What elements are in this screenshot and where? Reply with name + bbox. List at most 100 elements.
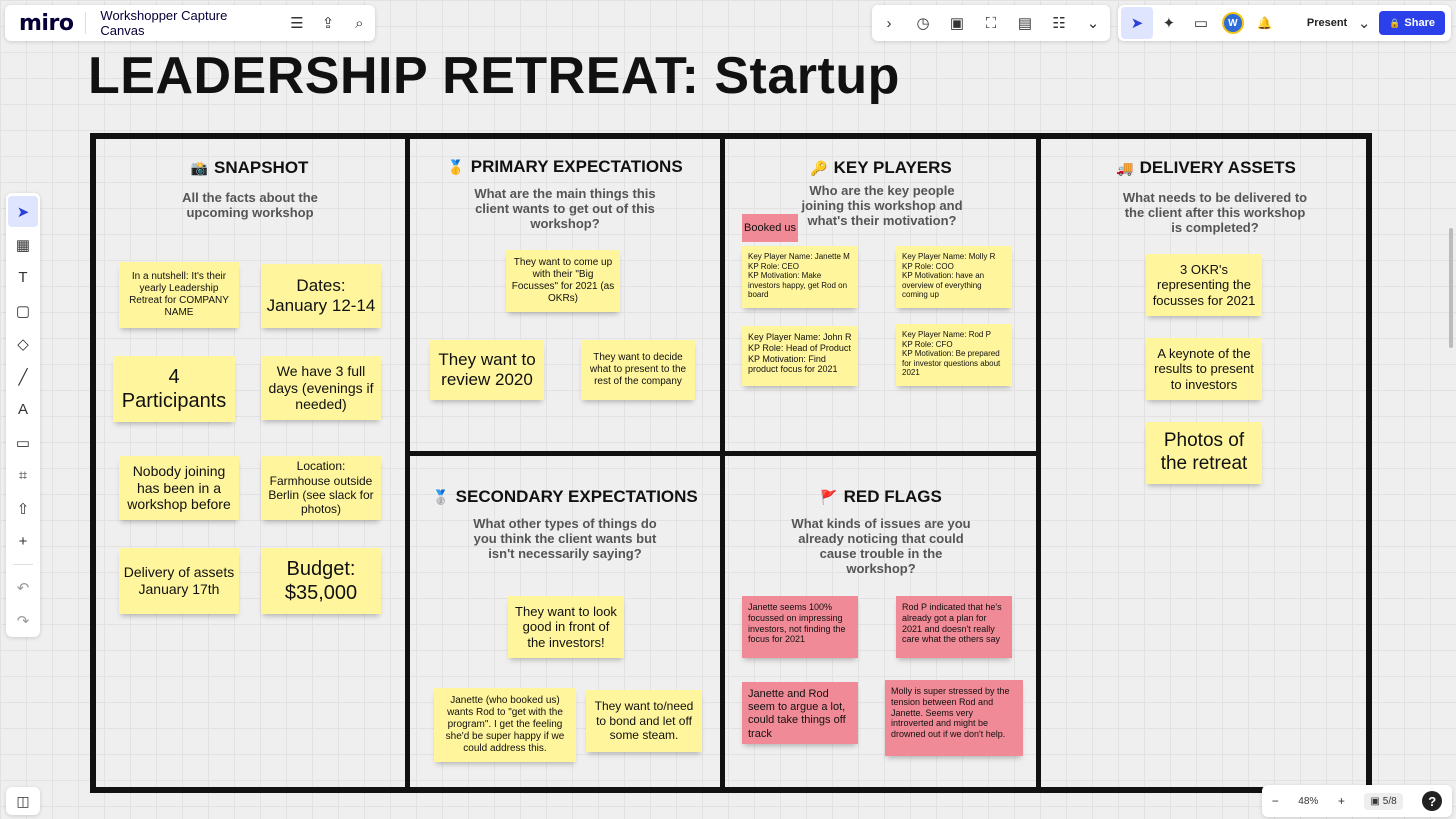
divider-line [720, 136, 725, 790]
present-button[interactable]: Present [1306, 17, 1348, 29]
red-flags-title-text: RED FLAGS [843, 487, 942, 506]
text-tool-icon[interactable]: T [18, 269, 28, 286]
sticky-note[interactable]: Janette (who booked us) wants Rod to "ge… [434, 688, 576, 762]
sticky-note[interactable]: They want to/need to bond and let off so… [586, 690, 702, 752]
snapshot-title: 📸SNAPSHOT [96, 158, 403, 178]
delivery-assets-title: 🚚DELIVERY ASSETS [1044, 158, 1368, 178]
divider-line [405, 136, 410, 790]
left-toolbar: ➤ ▦ T ▢ ◇ ╱ A ▭ ⌗ ⇧ + ↶ ↷ [6, 193, 40, 637]
share-button[interactable]: 🔒 Share [1379, 11, 1445, 35]
primary-title-text: PRIMARY EXPECTATIONS [470, 157, 683, 176]
miro-logo[interactable]: miro [19, 10, 74, 36]
sticky-note[interactable]: Key Player Name: Rod P KP Role: CFO KP M… [896, 324, 1012, 386]
toolbar-separator [13, 564, 33, 565]
pen-icon[interactable]: ╱ [18, 368, 28, 386]
comment-tool-icon[interactable]: ▭ [15, 434, 31, 452]
zoom-level[interactable]: 48% [1298, 795, 1319, 807]
top-tools-bar: › ◷ ▣ ⛶ ▤ ☷ ⌄ [872, 5, 1110, 41]
sticky-note-red[interactable]: Janette and Rod seem to argue a lot, cou… [742, 682, 858, 744]
board-heading: LEADERSHIP RETREAT: Startup [88, 47, 900, 105]
notes-icon[interactable]: ☷ [1052, 15, 1066, 32]
reactions-icon[interactable]: ✦ [1162, 15, 1176, 32]
share-label: Share [1404, 17, 1435, 29]
medal-silver-icon: 🥈 [432, 489, 450, 505]
sticky-note[interactable]: They want to review 2020 [430, 340, 544, 400]
sticky-note-icon[interactable]: ▢ [15, 302, 31, 320]
board-title[interactable]: Workshopper Capture Canvas [100, 8, 228, 38]
avatar[interactable]: W [1221, 12, 1244, 34]
cursor-icon[interactable]: ➤ [1121, 7, 1153, 39]
sticky-note-red[interactable]: Molly is super stressed by the tension b… [885, 680, 1023, 756]
sticky-note[interactable]: They want to look good in front of the i… [508, 596, 624, 658]
search-icon[interactable]: ⌕ [355, 14, 364, 32]
present-chevron-icon[interactable]: ⌄ [1357, 15, 1371, 32]
menu-icon[interactable]: ☰ [290, 15, 304, 32]
sticky-note-red[interactable]: Janette seems 100% focussed on impressin… [742, 596, 858, 658]
sticky-note[interactable]: Key Player Name: Janette M KP Role: CEO … [742, 246, 858, 308]
sticky-note[interactable]: 4 Participants [113, 356, 235, 422]
sticky-note[interactable]: Budget: $35,000 [261, 548, 381, 614]
key-players-subtitle: Who are the key people joining this work… [801, 183, 963, 228]
upload-tool-icon[interactable]: ⇧ [16, 500, 30, 518]
booked-us-label[interactable]: Booked us [742, 214, 798, 242]
primary-expectations-title: 🥇 PRIMARY EXPECTATIONS [412, 157, 718, 177]
delivery-assets-subtitle: What needs to be delivered to the client… [1122, 190, 1308, 235]
frames-icon: ▣ [1370, 795, 1380, 807]
sticky-note[interactable]: In a nutshell: It's their yearly Leaders… [119, 262, 239, 328]
sticky-note[interactable]: Location: Farmhouse outside Berlin (see … [261, 456, 381, 520]
frames-button[interactable]: ▣ 5/8 [1364, 792, 1403, 810]
medal-gold-icon: 🥇 [447, 159, 465, 175]
help-button[interactable]: ? [1422, 791, 1443, 811]
sticky-note[interactable]: Dates: January 12-14 [261, 264, 381, 328]
marker-icon[interactable]: A [17, 401, 28, 418]
zoom-out-button[interactable]: − [1271, 794, 1279, 808]
divider-line [408, 451, 1040, 456]
secondary-expectations-title: 🥈 SECONDARY EXPECTATIONS [412, 487, 718, 507]
divider-line [1036, 136, 1041, 790]
panel-icon: ◫ [16, 792, 30, 809]
red-flags-subtitle: What kinds of issues are you already not… [791, 516, 971, 576]
shapes-icon[interactable]: ◇ [17, 335, 29, 353]
chevron-right-icon[interactable]: › [886, 14, 892, 32]
comment-icon[interactable]: ▭ [1193, 15, 1209, 32]
sticky-note[interactable]: They want to come up with their "Big Foc… [506, 250, 620, 312]
frames-count: 5/8 [1382, 795, 1397, 807]
bell-icon[interactable]: 🔔 [1257, 16, 1273, 30]
red-flag-icon: 🚩 [820, 489, 838, 505]
upload-icon[interactable]: ⇪ [321, 15, 335, 32]
vertical-scrollbar[interactable] [1449, 228, 1453, 348]
panel-toggle-button[interactable]: ◫ [6, 787, 40, 815]
templates-icon[interactable]: ▦ [15, 236, 31, 254]
sticky-note[interactable]: Key Player Name: Molly R KP Role: COO KP… [896, 246, 1012, 308]
delivery-title-text: DELIVERY ASSETS [1139, 158, 1296, 177]
lock-icon: 🔒 [1389, 17, 1401, 28]
select-tool-icon[interactable]: ➤ [8, 196, 38, 227]
red-flags-title: 🚩 RED FLAGS [728, 487, 1034, 507]
more-tools-icon[interactable]: + [18, 533, 28, 550]
sticky-note[interactable]: They want to decide what to present to t… [581, 340, 695, 400]
chevron-down-icon[interactable]: ⌄ [1086, 15, 1100, 32]
sticky-note[interactable]: Nobody joining has been in a workshop be… [119, 456, 239, 520]
timer-icon[interactable]: ◷ [916, 15, 930, 32]
key-players-title: 🔑KEY PLAYERS [728, 158, 1034, 178]
top-left-bar: miro Workshopper Capture Canvas ☰ ⇪ ⌕ [5, 5, 375, 41]
voting-icon[interactable]: ▣ [949, 15, 965, 32]
key-players-title-text: KEY PLAYERS [833, 158, 952, 177]
sticky-note[interactable]: 3 OKR's representing the focusses for 20… [1146, 254, 1262, 316]
sticky-note-red[interactable]: Rod P indicated that he's already got a … [896, 596, 1012, 658]
cards-icon[interactable]: ▤ [1017, 15, 1033, 32]
zoom-controls: − 48% + ▣ 5/8 ? [1262, 785, 1452, 817]
sticky-note[interactable]: Key Player Name: John R KP Role: Head of… [742, 326, 858, 386]
sticky-note[interactable]: A keynote of the results to present to i… [1146, 338, 1262, 400]
undo-icon[interactable]: ↶ [16, 579, 30, 597]
sticky-note[interactable]: Photos of the retreat [1146, 422, 1262, 484]
secondary-title-text: SECONDARY EXPECTATIONS [455, 487, 698, 506]
snapshot-subtitle: All the facts about the upcoming worksho… [182, 190, 318, 220]
primary-expectations-subtitle: What are the main things this client wan… [474, 186, 656, 231]
sticky-note[interactable]: Delivery of assets January 17th [119, 548, 239, 614]
frame-icon[interactable]: ⌗ [18, 467, 28, 484]
sticky-note[interactable]: We have 3 full days (evenings if needed) [261, 356, 381, 420]
redo-icon[interactable]: ↷ [16, 612, 30, 630]
capture-icon[interactable]: ⛶ [985, 14, 997, 32]
zoom-in-button[interactable]: + [1337, 794, 1345, 808]
